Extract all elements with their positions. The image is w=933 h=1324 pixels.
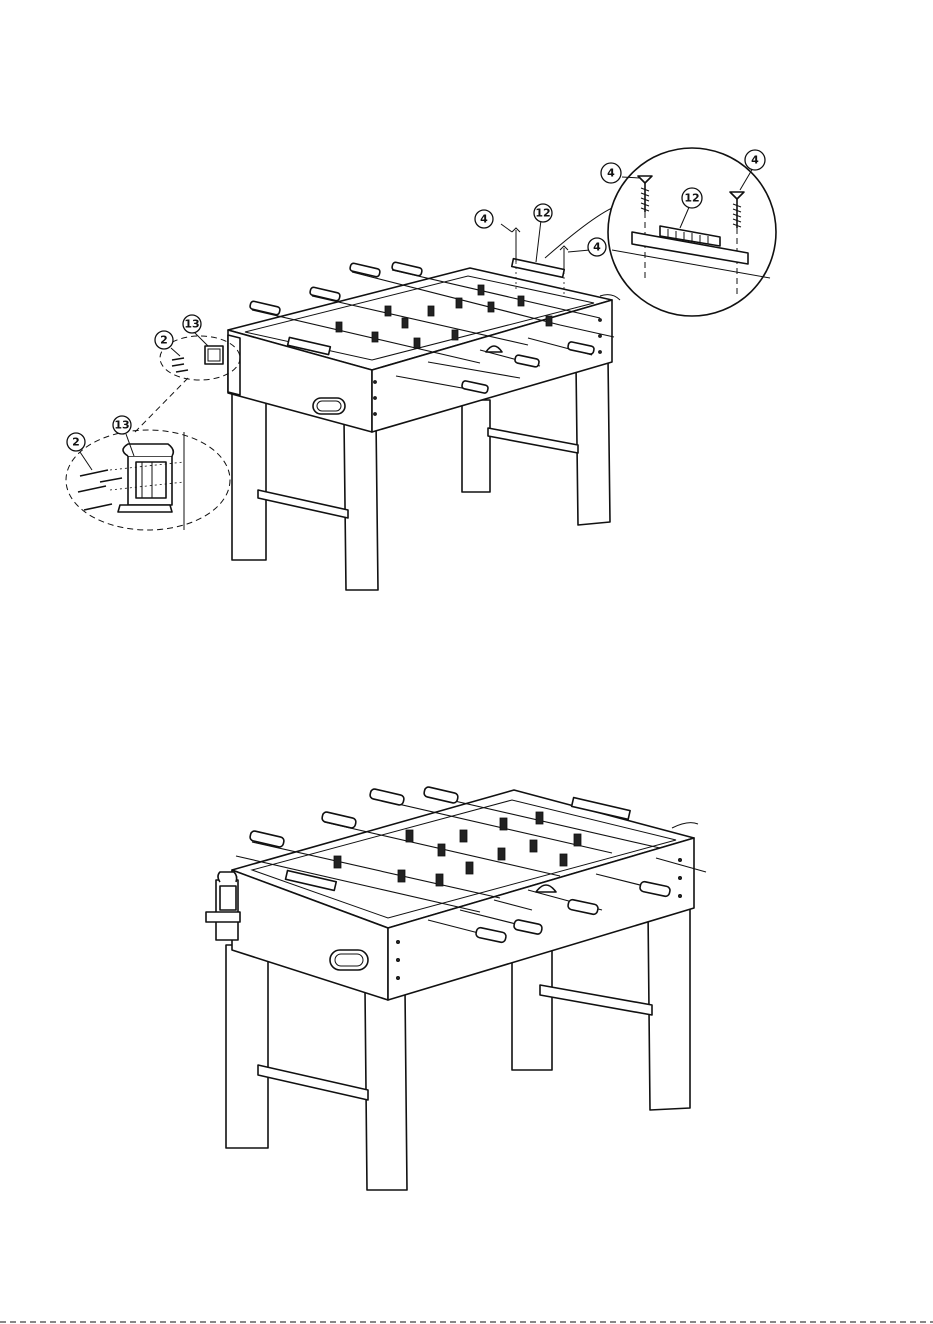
callout-screw-detail-right: 4	[745, 150, 765, 170]
callout-screw-a: 4	[475, 210, 493, 228]
callout-cup-holder: 13	[183, 315, 201, 333]
cup-holder-detail	[66, 430, 230, 530]
callout-cup-holder-screws: 2	[155, 331, 173, 349]
callout-screw-b: 4	[588, 238, 606, 256]
svg-text:13: 13	[184, 318, 199, 331]
svg-text:13: 13	[114, 419, 129, 432]
cup-holder-attached	[206, 872, 240, 940]
step-figure-bottom	[206, 786, 706, 1190]
callout-cup-holder-detail: 13	[113, 416, 131, 434]
svg-text:4: 4	[751, 154, 759, 167]
svg-text:4: 4	[607, 167, 615, 180]
svg-text:2: 2	[72, 436, 80, 449]
svg-text:12: 12	[684, 192, 699, 205]
callout-goal-counter-a: 12	[534, 204, 552, 222]
svg-text:4: 4	[480, 213, 488, 226]
callout-goal-counter-detail: 12	[682, 188, 702, 208]
step-figure-top: 4 12 4	[66, 148, 776, 590]
svg-text:12: 12	[535, 207, 550, 220]
svg-text:2: 2	[160, 334, 168, 347]
detail-circle-goal-counter	[608, 148, 776, 316]
callout-cup-holder-detail-screws: 2	[67, 433, 85, 451]
table-cabinet-top	[228, 268, 612, 432]
table-cabinet-bottom	[232, 790, 694, 1000]
svg-text:4: 4	[593, 241, 601, 254]
callout-screw-detail-left: 4	[601, 163, 621, 183]
